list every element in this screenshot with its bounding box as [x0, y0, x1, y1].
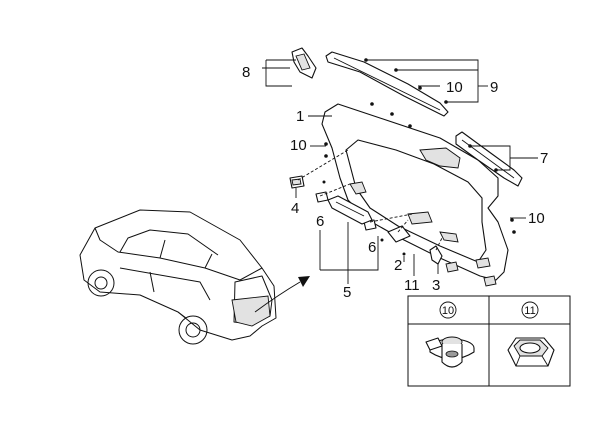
callout-8: 8: [242, 64, 250, 81]
callout-4: 4: [291, 200, 299, 217]
callout-5: 5: [343, 284, 351, 301]
callout-labels: 8 1 10 9 10 7 4 10 6 6 2 3 11 5: [242, 64, 548, 301]
callout-10-upper: 10: [446, 79, 463, 96]
legend-code-left: 10: [442, 305, 454, 317]
callout-2: 2: [394, 257, 402, 274]
callout-6-left: 6: [316, 213, 324, 230]
legend-code-left-circle: [439, 301, 457, 319]
callout-3: 3: [432, 277, 440, 294]
vehicle-illustration: [79, 209, 277, 345]
part-2-cover-plate: [387, 225, 411, 243]
assembly-dashed-lines: [297, 149, 443, 251]
legend-code-right-circle: [521, 301, 539, 319]
part-5-pull-handle: [327, 195, 373, 225]
fastener-legend-box: 10 11: [407, 295, 571, 387]
callout-11: 11: [404, 277, 420, 294]
callout-9: 9: [490, 79, 498, 96]
nut-clip-icon: [507, 337, 555, 367]
part-3-hook: [429, 245, 497, 287]
callout-1: 1: [296, 108, 304, 125]
callout-6-right: 6: [368, 239, 376, 256]
part-9-upper-trim-strip: [325, 51, 449, 117]
part-4-clip-cover: [289, 175, 305, 189]
callout-7: 7: [540, 150, 548, 167]
part-8-bracket: [291, 47, 317, 79]
part-1-tailgate-trim-panel: [321, 103, 509, 281]
push-clip-icon: [425, 336, 475, 368]
callout-10-right: 10: [528, 210, 545, 227]
fastener-dots: [322, 58, 516, 256]
callout-10-left: 10: [290, 137, 307, 154]
pointer-arrow: [254, 276, 310, 313]
leader-lines: [262, 59, 538, 284]
legend-code-right: 11: [524, 305, 535, 317]
